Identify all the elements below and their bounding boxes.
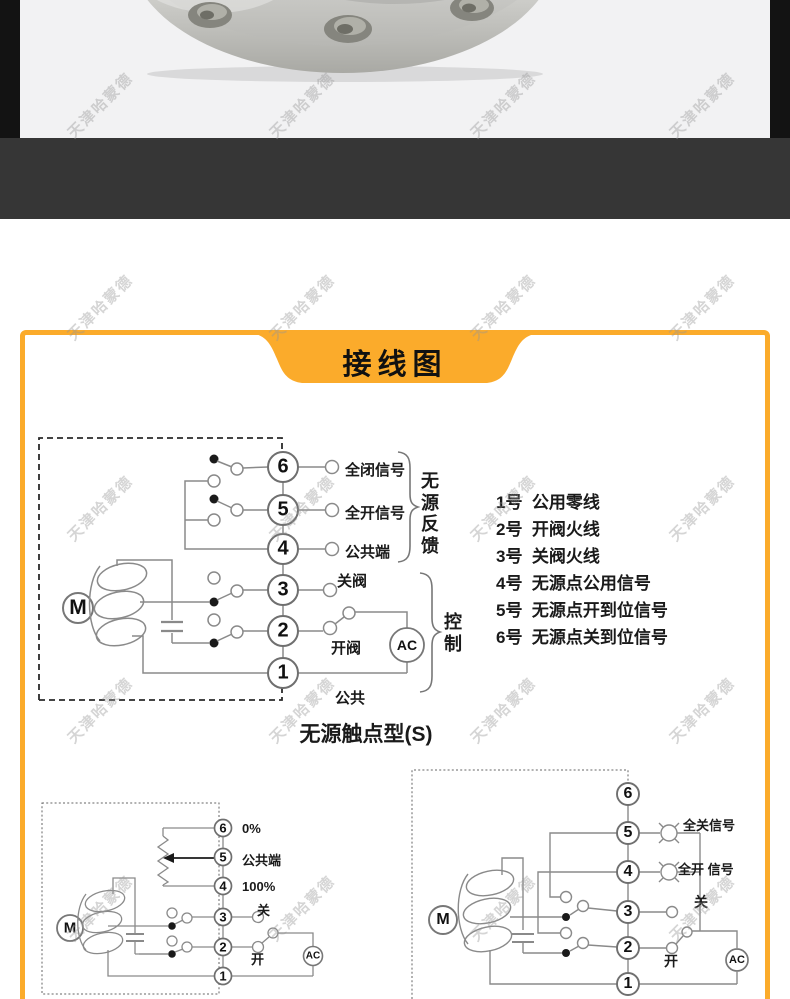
title-banner: 接线图 — [252, 333, 538, 387]
wiring-card: 接线图 — [20, 330, 770, 999]
photo-left-strip — [0, 0, 20, 138]
product-photo-section — [0, 0, 790, 138]
photo-right-strip — [770, 0, 790, 138]
dark-divider-band — [0, 138, 790, 219]
card-title: 接线图 — [342, 349, 448, 381]
banner-ribbon-shape — [252, 333, 538, 383]
